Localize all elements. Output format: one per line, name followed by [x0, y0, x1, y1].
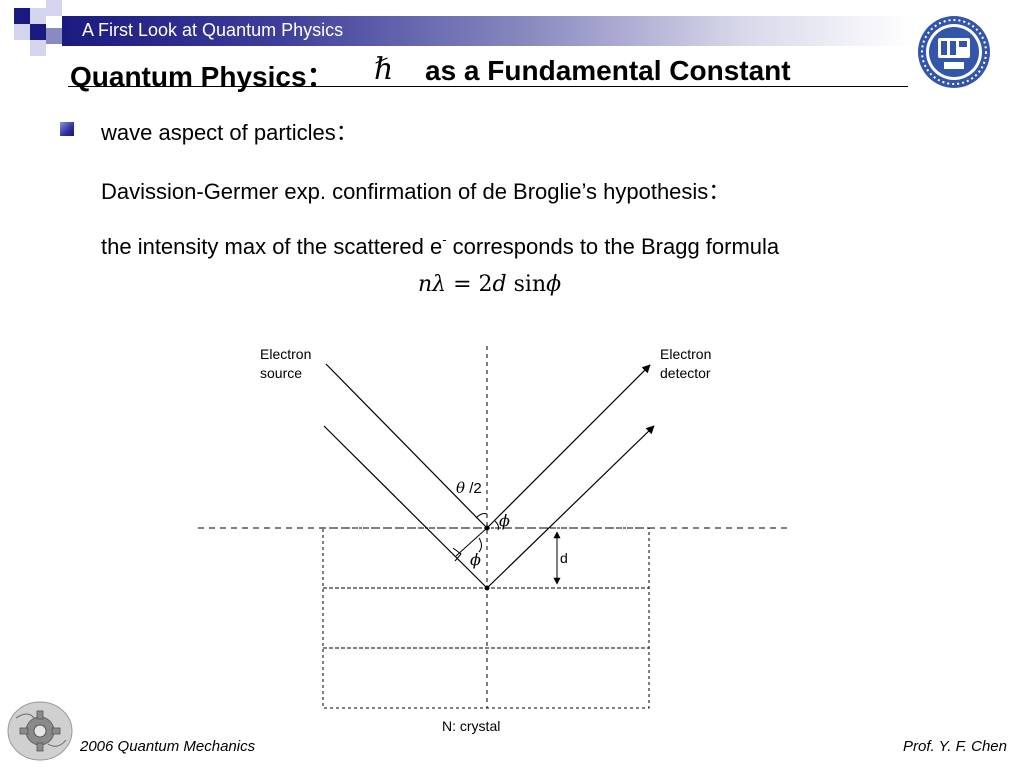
bullet-icon [60, 122, 74, 136]
formula-eq: = 2 [446, 272, 493, 297]
gear-emblem-icon [7, 701, 73, 761]
incident-ray [323, 425, 488, 589]
perpendicular-line [455, 527, 488, 557]
university-logo [918, 16, 990, 88]
line3-after: corresponds to the Bragg formula [446, 234, 780, 259]
phi-arc-upper [494, 520, 500, 531]
formula-sin: sin [506, 272, 547, 297]
course-title: A First Look at Quantum Physics [82, 20, 344, 40]
phi-lower-label: ϕ [470, 550, 481, 569]
title-underline [68, 86, 908, 87]
phi-upper-label: ϕ [499, 511, 510, 530]
intensity-max-line: the intensity max of the scattered e- co… [101, 232, 779, 260]
crystal-label: N: crystal [442, 718, 500, 734]
reflected-ray [486, 364, 651, 529]
decor-square [30, 24, 46, 40]
electron-superscript: - [442, 232, 447, 247]
decor-square [14, 24, 30, 40]
davisson-germer-line: Davission-Germer exp. confirmation of de… [101, 179, 731, 204]
source-label-1: Electron [260, 346, 311, 362]
formula-n: n [418, 272, 433, 297]
source-label-2: source [260, 365, 302, 381]
scatter-point [484, 585, 490, 591]
theta-suffix: /2 [465, 480, 482, 497]
formula-lambda: λ [432, 272, 447, 297]
slide-title-part2: as a Fundamental Constant [425, 55, 791, 86]
bullet-text: wave aspect of particles： [101, 120, 358, 145]
theta-symbol: θ [456, 479, 465, 497]
decor-square [46, 28, 62, 44]
decor-square [46, 0, 62, 16]
hbar-symbol: ℏ [374, 52, 394, 87]
bragg-formula: nλ = 2d sinϕ [418, 272, 561, 297]
phi-arc-lower [478, 537, 482, 553]
right-angle-mark [452, 547, 462, 562]
formula-phi: ϕ [546, 272, 562, 297]
decor-square [30, 40, 46, 56]
decor-square [30, 8, 46, 24]
footer-author: Prof. Y. F. Chen [903, 738, 1007, 755]
decor-square [14, 8, 30, 24]
incident-ray [325, 363, 488, 529]
line3-before: the intensity max of the scattered e [101, 234, 443, 259]
crystal-layer [322, 647, 650, 709]
formula-d: d [492, 272, 507, 297]
d-label: d [560, 550, 568, 566]
reflected-ray [486, 425, 655, 589]
detector-label-1: Electron [660, 346, 711, 362]
theta-arc [475, 513, 488, 519]
slide-title: Quantum Physics： as a Fundamental Consta… [70, 55, 791, 95]
slide-title-part1: Quantum Physics： [70, 61, 335, 92]
detector-label-2: detector [660, 365, 711, 381]
theta-label: θ /2 [456, 479, 482, 497]
crystal-layer [322, 527, 650, 589]
crystal-layer [322, 587, 650, 649]
bragg-diagram: Electron source Electron detector θ /2 ϕ… [198, 346, 790, 734]
footer-course: 2006 Quantum Mechanics [80, 738, 256, 755]
header-bar [62, 16, 914, 46]
